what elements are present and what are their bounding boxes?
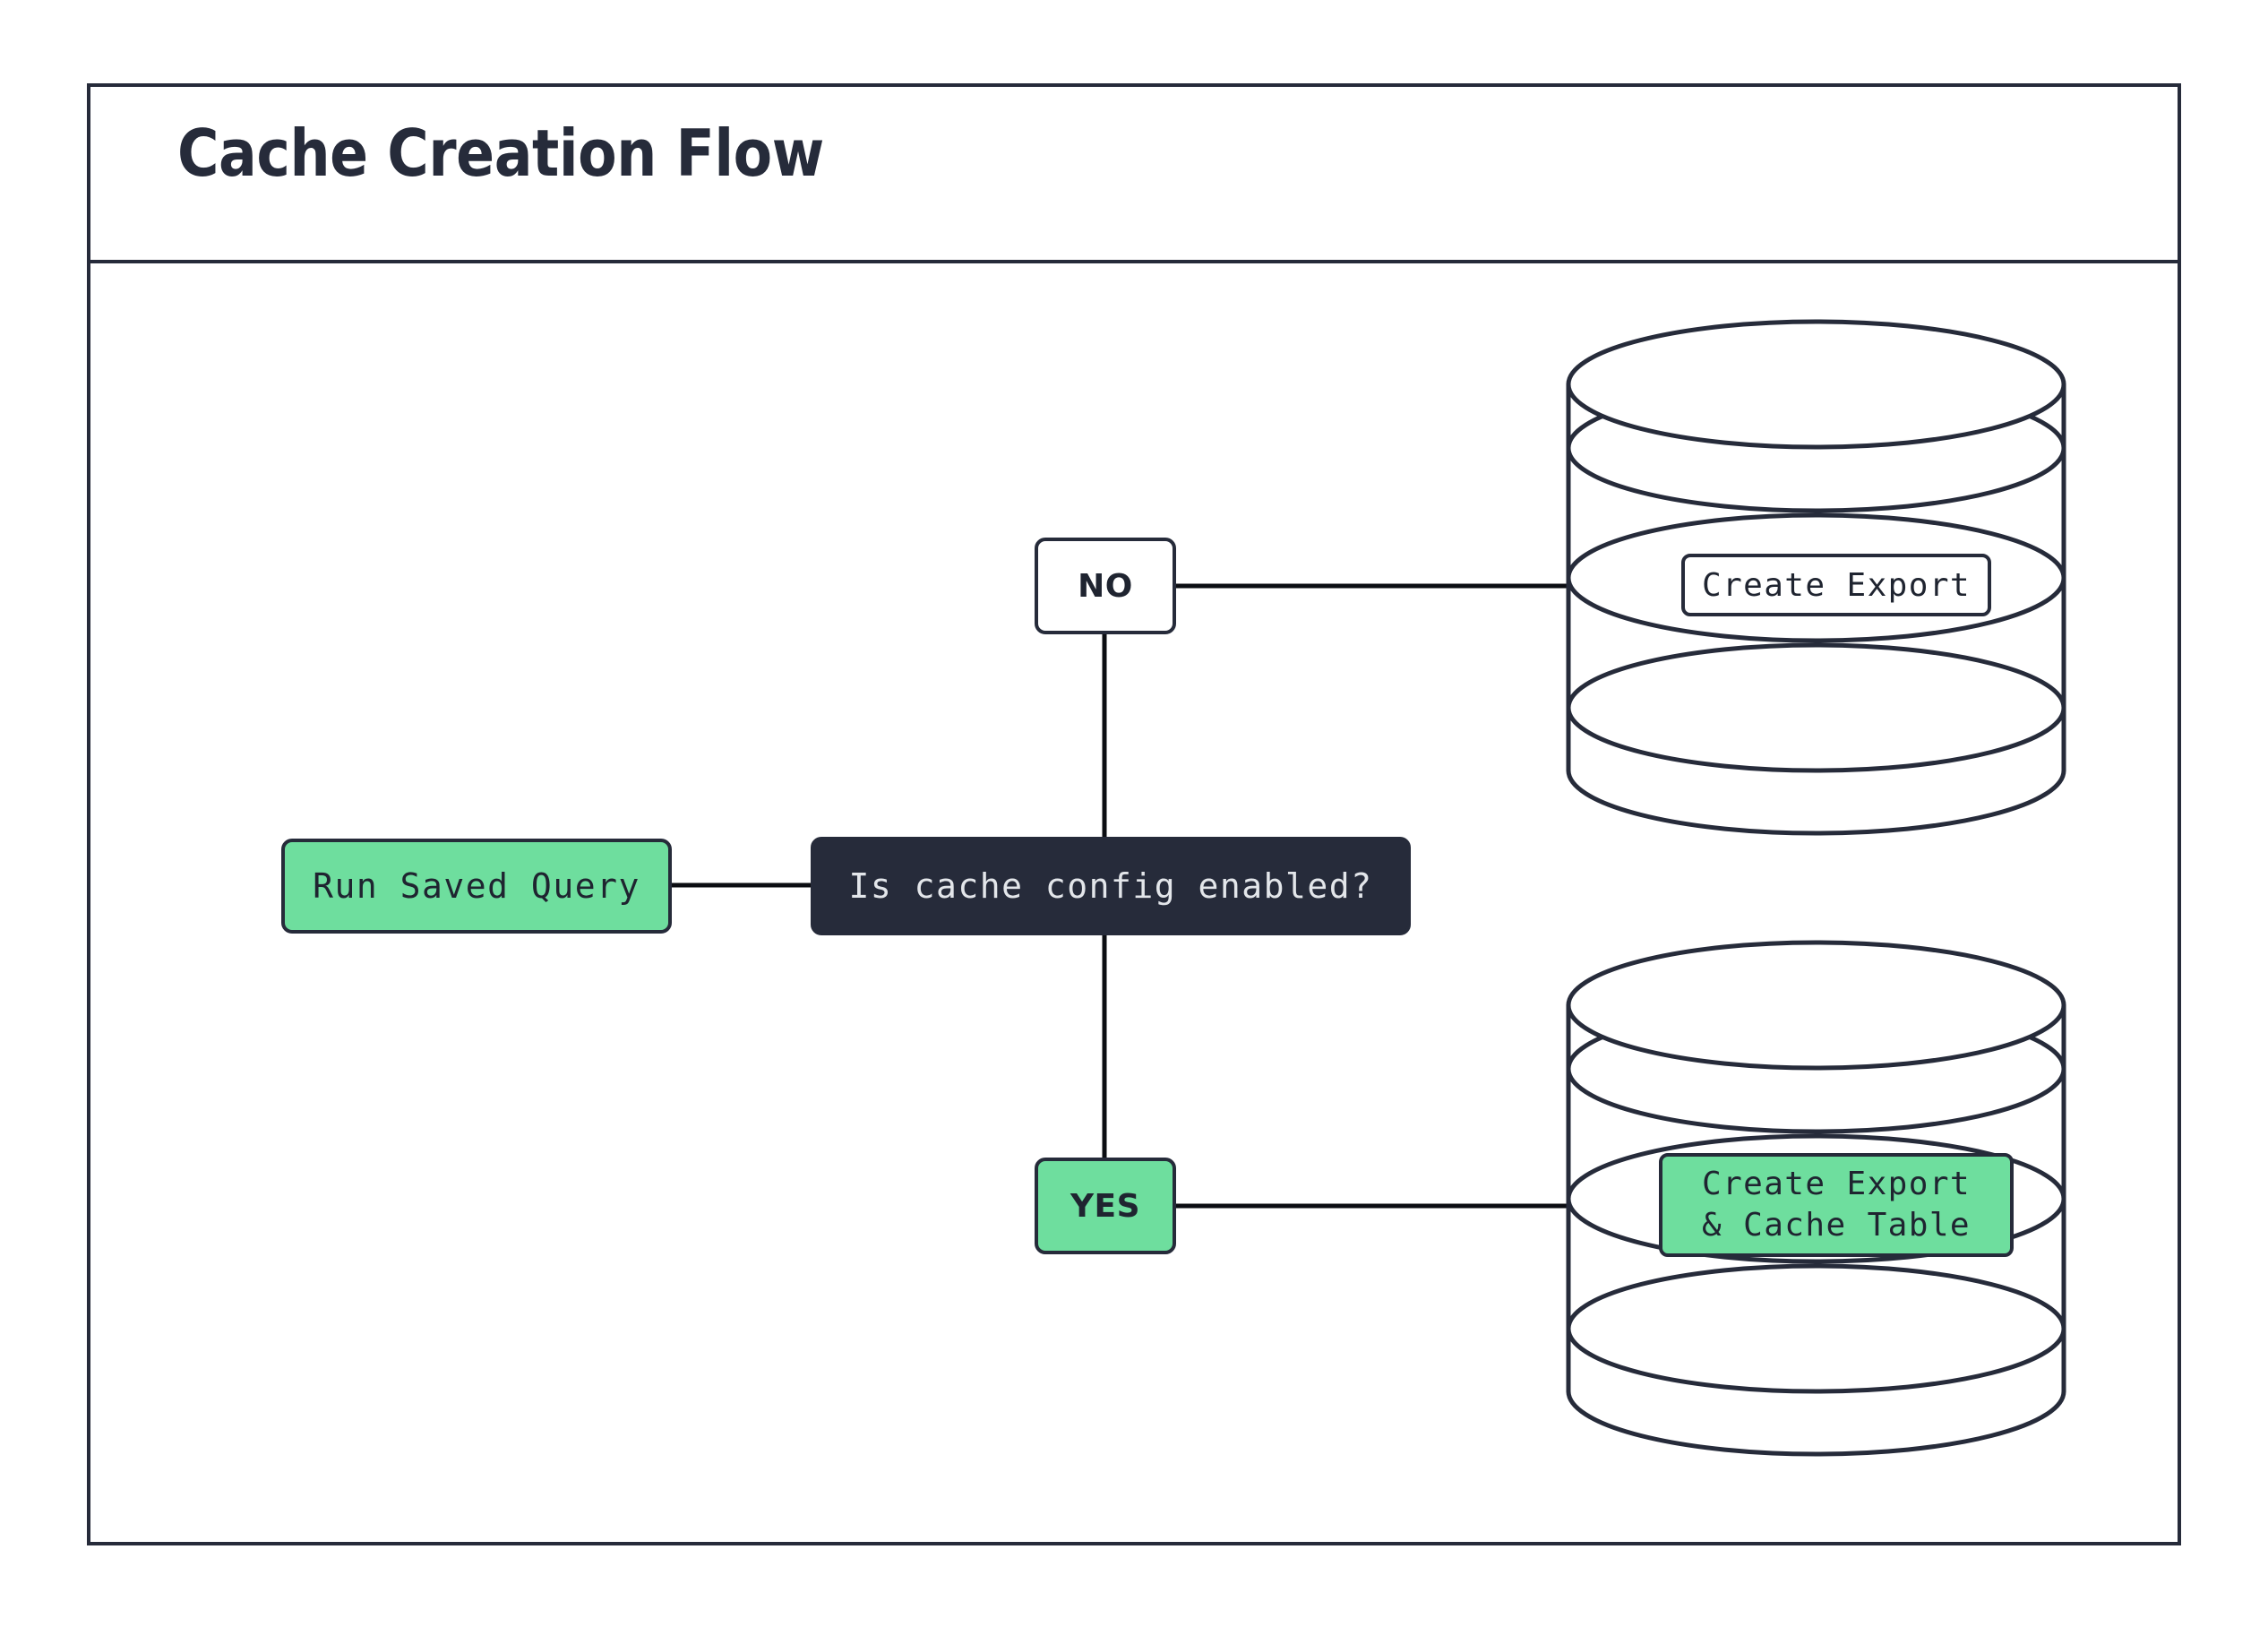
node-decision-cache-config[interactable]: Is cache config enabled? [811, 837, 1411, 935]
page-title: Cache Creation Flow [177, 116, 824, 191]
node-database-export-cache-label-line-2: & Cache Table [1702, 1207, 1971, 1244]
node-branch-no[interactable]: NO [1035, 538, 1176, 634]
node-database-export-cache-label-box[interactable]: Create Export & Cache Table [1659, 1153, 2014, 1257]
node-database-export-label-box[interactable]: Create Export [1681, 554, 1991, 616]
title-divider [87, 260, 2181, 263]
node-branch-yes[interactable]: YES [1035, 1158, 1176, 1254]
node-database-export-cache-label-line-1: Create Export [1702, 1165, 1971, 1202]
node-database-export-label: Create Export [1702, 566, 1971, 604]
node-branch-no-label: NO [1078, 567, 1133, 605]
node-branch-yes-label: YES [1070, 1187, 1141, 1225]
node-run-saved-query-label: Run Saved Query [313, 866, 640, 906]
node-run-saved-query[interactable]: Run Saved Query [281, 839, 672, 934]
node-decision-label: Is cache config enabled? [848, 866, 1373, 906]
diagram-frame [87, 83, 2181, 1545]
